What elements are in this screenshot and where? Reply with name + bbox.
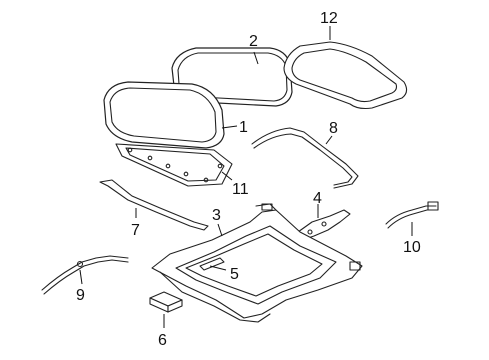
part-5-stop [199,257,225,271]
callout-7: 7 [131,222,140,239]
part-11-panel-frame [115,143,233,187]
callout-1: 1 [239,119,248,136]
callout-6: 6 [158,332,167,349]
part-9-drain-hose [41,255,129,295]
callout-10: 10 [403,239,421,256]
part-10-drain-hose [385,201,439,229]
callout-2: 2 [249,33,258,50]
callout-9: 9 [76,287,85,304]
callouts: 1 2 3 4 5 6 7 8 9 10 11 12 [76,10,421,349]
part-3-frame-assembly [151,203,363,323]
part-8-deflector [251,127,359,189]
callout-12: 12 [320,10,338,27]
callout-8: 8 [329,120,338,137]
callout-3: 3 [212,207,221,224]
part-6-block [149,291,183,313]
callout-11: 11 [232,181,249,198]
part-1-glass-panel [103,81,225,149]
callout-5: 5 [230,266,239,283]
part-12-seal-frame [283,41,408,110]
leader-lines [79,26,413,328]
callout-4: 4 [313,190,322,207]
part-7-sunshade-rail [99,179,209,231]
